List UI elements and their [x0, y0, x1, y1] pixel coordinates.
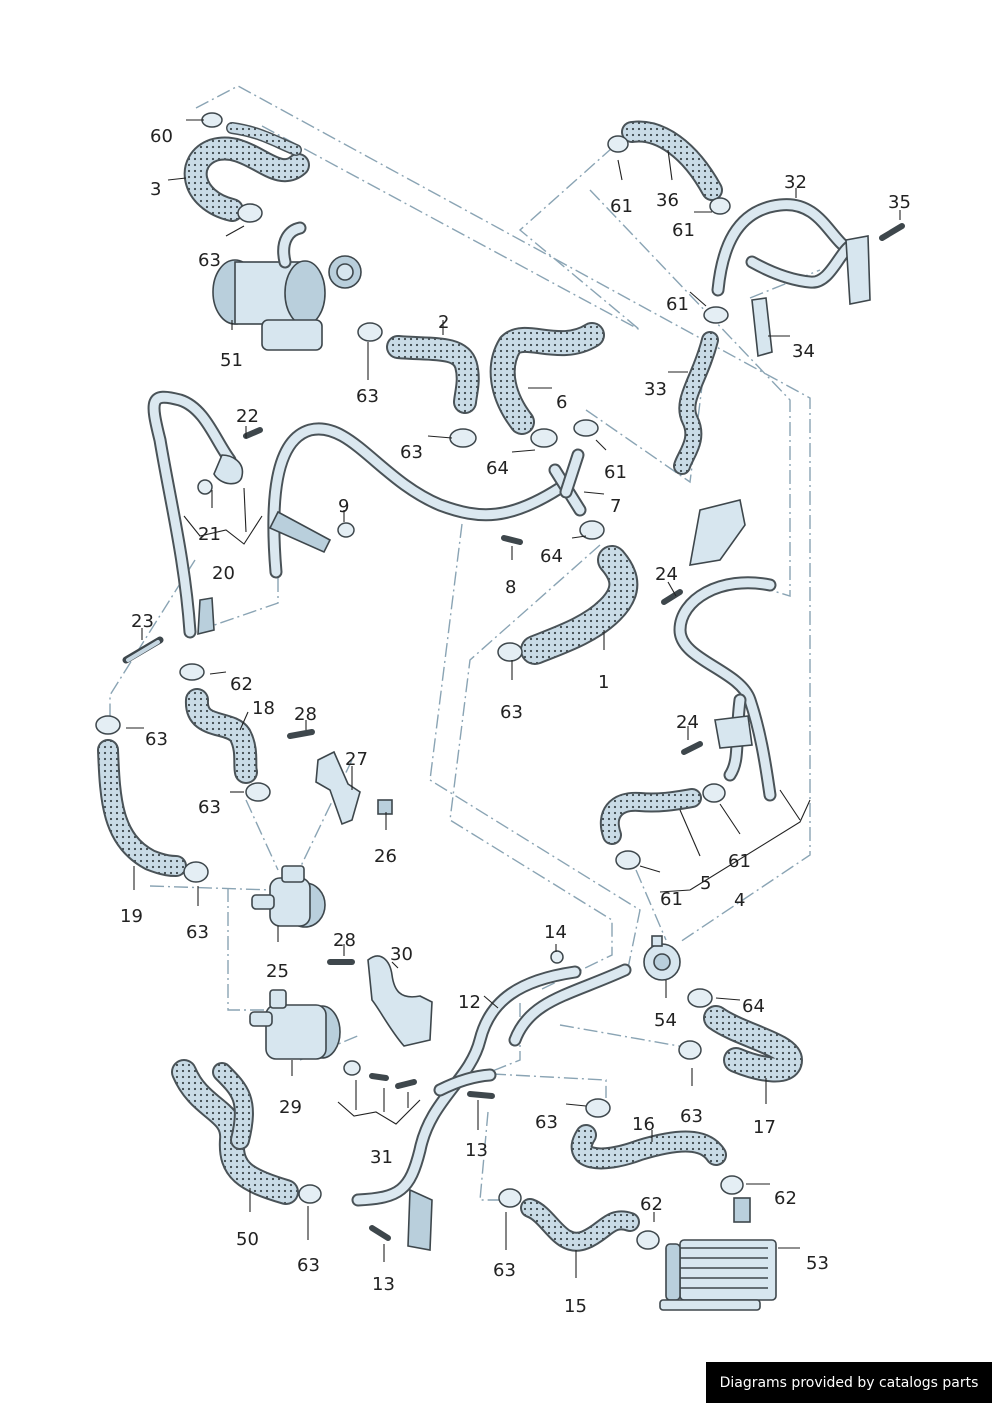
bracket-34: [751, 297, 773, 358]
label-35: 35: [888, 192, 911, 213]
label-63: 63: [400, 442, 423, 463]
label-28: 28: [294, 704, 317, 725]
rigid-pipes: [147, 198, 859, 1207]
label-64: 64: [486, 458, 509, 479]
label-63: 63: [493, 1260, 516, 1281]
label-5: 5: [700, 873, 711, 894]
label-61: 61: [610, 196, 633, 217]
label-12: 12: [458, 992, 481, 1013]
water-pump-29: [249, 989, 341, 1060]
auxiliary-pump-51: [212, 221, 362, 351]
label-60: 60: [150, 126, 173, 147]
label-54: 54: [654, 1010, 677, 1031]
assembly-guide-lines: [109, 85, 821, 1201]
label-51: 51: [220, 350, 243, 371]
label-63: 63: [535, 1112, 558, 1133]
components: [197, 221, 871, 1311]
label-63: 63: [198, 797, 221, 818]
label-8: 8: [505, 577, 516, 598]
label-7: 7: [610, 496, 621, 517]
label-28: 28: [333, 930, 356, 951]
hoses: [97, 120, 803, 1252]
leader-lines: [126, 119, 901, 1278]
label-25: 25: [266, 961, 289, 982]
oil-cooler-53: [659, 1197, 777, 1311]
label-61: 61: [728, 851, 751, 872]
label-1: 1: [598, 672, 609, 693]
clamps: [95, 112, 744, 1250]
label-13: 13: [465, 1140, 488, 1161]
label-27: 27: [345, 749, 368, 770]
label-64: 64: [742, 996, 765, 1017]
label-6: 6: [556, 392, 567, 413]
label-4: 4: [734, 890, 745, 911]
label-3: 3: [150, 179, 161, 200]
label-29: 29: [279, 1097, 302, 1118]
label-32: 32: [784, 172, 807, 193]
label-30: 30: [390, 944, 413, 965]
label-62: 62: [774, 1188, 797, 1209]
credit-banner: Diagrams provided by catalogs parts: [706, 1362, 992, 1403]
label-21: 21: [198, 524, 221, 545]
label-24: 24: [676, 712, 699, 733]
reference-labels: 60 3 63 51 63 2 63 6 64 61 7 61 36 61 32…: [120, 126, 911, 1317]
label-63: 63: [297, 1255, 320, 1276]
label-2: 2: [438, 312, 449, 333]
label-16: 16: [632, 1114, 655, 1135]
label-13: 13: [372, 1274, 395, 1295]
bracket-30: [367, 955, 433, 1047]
label-63: 63: [145, 729, 168, 750]
label-63: 63: [198, 250, 221, 271]
label-26: 26: [374, 846, 397, 867]
label-22: 22: [236, 406, 259, 427]
label-19: 19: [120, 906, 143, 927]
label-63: 63: [186, 922, 209, 943]
label-62: 62: [230, 674, 253, 695]
label-31: 31: [370, 1147, 393, 1168]
label-9: 9: [338, 496, 349, 517]
label-50: 50: [236, 1229, 259, 1250]
label-34: 34: [792, 341, 815, 362]
nut-26: [377, 799, 393, 815]
label-15: 15: [564, 1296, 587, 1317]
label-61: 61: [660, 889, 683, 910]
label-24: 24: [655, 564, 678, 585]
label-33: 33: [644, 379, 667, 400]
label-20: 20: [212, 563, 235, 584]
label-62: 62: [640, 1194, 663, 1215]
label-36: 36: [656, 190, 679, 211]
label-18: 18: [252, 698, 275, 719]
bracket-32-plate: [845, 235, 871, 305]
label-64: 64: [540, 546, 563, 567]
label-61: 61: [666, 294, 689, 315]
flange-54: [643, 935, 681, 981]
bracket-27: [315, 750, 361, 826]
label-17: 17: [753, 1117, 776, 1138]
label-61: 61: [672, 220, 695, 241]
label-53: 53: [806, 1253, 829, 1274]
label-63: 63: [680, 1106, 703, 1127]
label-14: 14: [544, 922, 567, 943]
label-61: 61: [604, 462, 627, 483]
label-23: 23: [131, 611, 154, 632]
water-pump-25: [251, 865, 326, 928]
label-63: 63: [500, 702, 523, 723]
screws: [122, 223, 905, 1241]
label-63: 63: [356, 386, 379, 407]
